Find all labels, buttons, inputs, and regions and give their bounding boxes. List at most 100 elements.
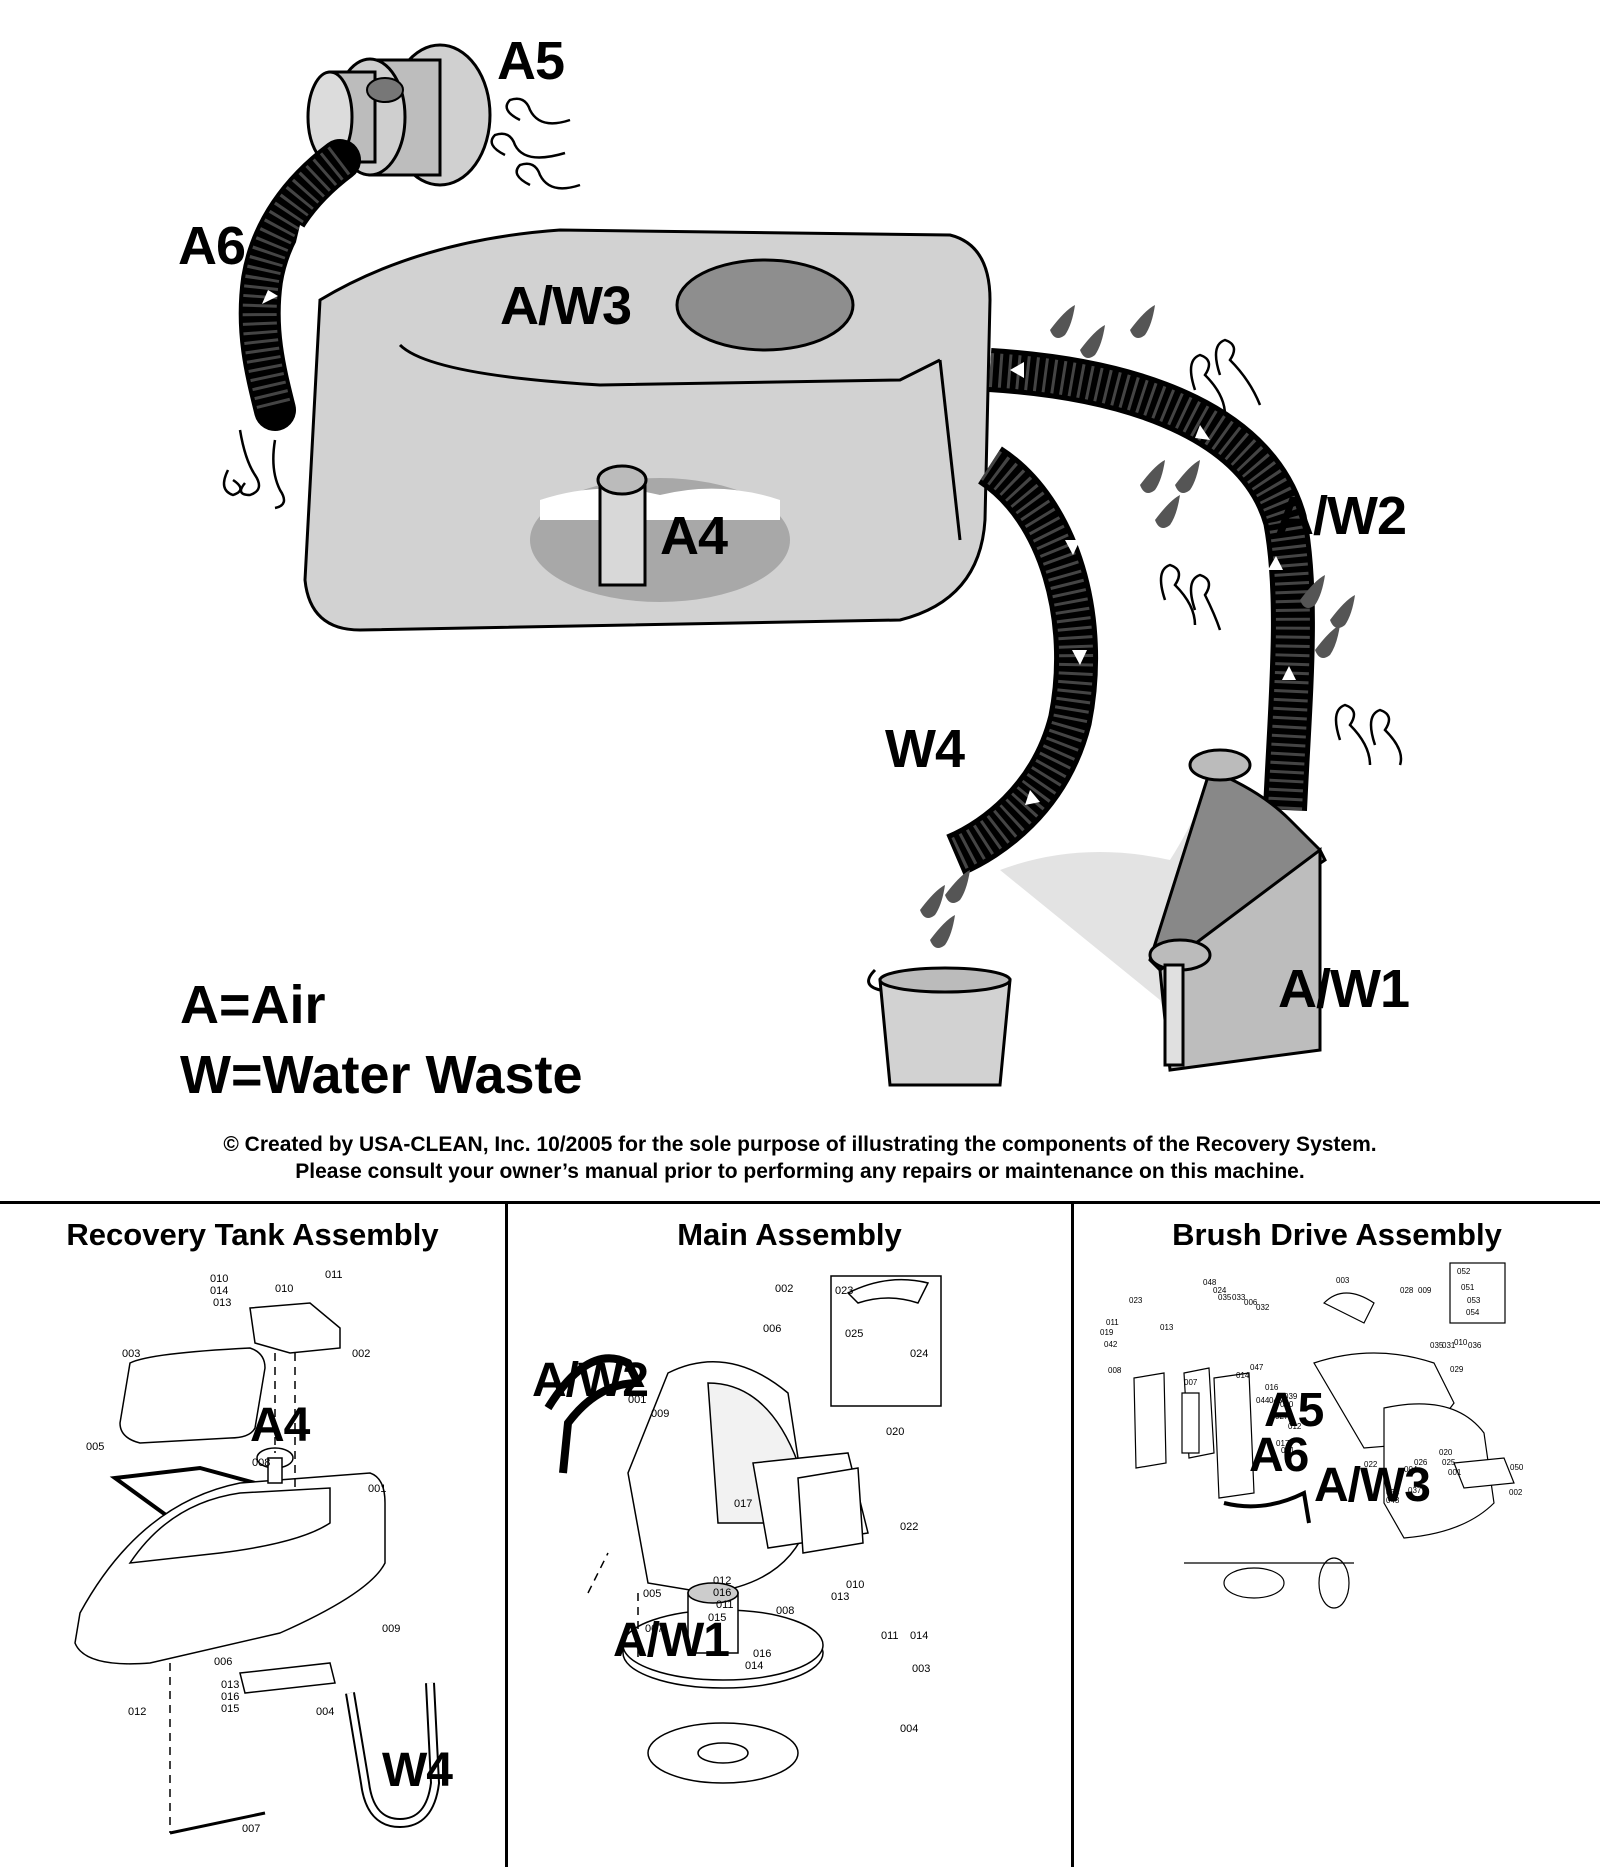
part-number: 012 <box>128 1706 147 1718</box>
part-number: 008 <box>1108 1366 1122 1375</box>
flow-arrow-icon <box>262 225 312 304</box>
overlay-w4: W4 <box>382 1744 453 1797</box>
part-number: 028 <box>1400 1286 1414 1295</box>
part-number: 007 <box>242 1823 261 1835</box>
panel-title: Main Assembly <box>677 1217 902 1252</box>
flow-arrow-icon <box>1010 362 1296 680</box>
part-number: 016 <box>1265 1383 1279 1392</box>
label-a4: A4 <box>660 506 728 566</box>
part-number: 002 <box>775 1283 794 1295</box>
part-number: 010 <box>275 1283 294 1295</box>
part-number: 022 <box>900 1521 919 1533</box>
overlay-a5: A5 <box>1264 1384 1324 1437</box>
label-aw2: A/W2 <box>1275 486 1407 546</box>
part-number: 032 <box>1256 1303 1270 1312</box>
part-number: 011 <box>325 1269 343 1281</box>
part-number: 001 <box>628 1394 647 1406</box>
divider <box>0 1201 1600 1204</box>
part-number: 013 <box>1160 1323 1174 1332</box>
part-number: 003 <box>912 1663 931 1675</box>
water-drop-icon <box>920 305 1355 949</box>
brush-drive-exploded-drawing <box>1133 1262 1515 1609</box>
part-number: 009 <box>1418 1286 1432 1295</box>
part-number: 012 <box>713 1575 732 1587</box>
recovery-tank <box>303 228 992 632</box>
overlay-aw3: A/W3 <box>1314 1459 1431 1512</box>
part-number: 042 <box>1104 1340 1118 1349</box>
part-number: 029 <box>1450 1365 1464 1374</box>
part-number: 009 <box>382 1623 401 1635</box>
part-number: 043 <box>1386 1496 1400 1505</box>
part-number: 015 <box>221 1703 240 1715</box>
legend-air: A=Air <box>180 975 326 1035</box>
part-number: 016 <box>221 1691 240 1703</box>
part-number: 020 <box>1439 1448 1453 1457</box>
part-number: 008 <box>252 1457 271 1469</box>
panel-title: Brush Drive Assembly <box>1172 1217 1502 1252</box>
part-number: 025 <box>845 1328 864 1340</box>
consult-note: Please consult your owner’s manual prior… <box>295 1160 1305 1183</box>
part-number: 010 <box>846 1579 865 1591</box>
part-number: 006 <box>1244 1298 1258 1307</box>
panel-recovery-tank-assembly: Recovery Tank Assembly A4 W4 010 014 013… <box>0 1203 508 1867</box>
part-number: 023 <box>1129 1296 1143 1305</box>
panel-main-assembly: Main Assembly A/W2 A/W1 002 023 006 025 … <box>508 1203 1074 1867</box>
part-number: 017 <box>1276 1439 1290 1448</box>
part-number: 008 <box>776 1605 795 1617</box>
overlay-a4: A4 <box>250 1399 310 1452</box>
part-number: 001 <box>1448 1468 1462 1477</box>
part-number: 033 <box>1232 1293 1246 1302</box>
label-a5: A5 <box>497 31 565 91</box>
label-aw3: A/W3 <box>500 276 632 336</box>
part-number: 012 <box>1288 1422 1302 1431</box>
air-swirl-icon <box>222 429 286 510</box>
part-number: 045 <box>1269 1396 1283 1405</box>
part-number: 007 <box>1184 1378 1198 1387</box>
air-swirl-icon <box>1159 338 1403 766</box>
part-number: 011 <box>1106 1318 1119 1327</box>
main-assembly-exploded-drawing <box>544 1275 942 1784</box>
part-number: 039 <box>1284 1392 1298 1401</box>
panel-brush-drive-assembly: Brush Drive Assembly A5 A6 A/W3 052 051 … <box>1074 1203 1600 1867</box>
squeegee <box>1000 748 1327 1072</box>
part-number: 006 <box>214 1656 233 1668</box>
part-number: 014 <box>210 1285 229 1297</box>
part-number: 021 <box>1281 1446 1295 1455</box>
recovery-system-drawing <box>222 43 1403 1087</box>
overlay-aw1: A/W1 <box>613 1614 730 1667</box>
legend: A=Air W=Water Waste <box>180 970 583 1110</box>
part-number: 013 <box>831 1591 850 1603</box>
part-number: 003 <box>1336 1276 1350 1285</box>
part-number: 004 <box>316 1706 335 1718</box>
part-number: 016 <box>713 1587 732 1599</box>
part-number: 023 <box>835 1285 854 1297</box>
panel-title: Recovery Tank Assembly <box>66 1217 439 1252</box>
part-number: 011 <box>716 1599 734 1611</box>
part-number: 024 <box>1213 1286 1227 1295</box>
part-number: 014 <box>745 1660 764 1672</box>
part-number: 037 <box>1408 1486 1422 1495</box>
part-number: 054 <box>1466 1308 1480 1317</box>
recovery-system-illustration: A5 A6 A/W3 A4 A/W2 W4 A/W1 A=Air W=Water… <box>178 31 1410 1183</box>
part-number: 050 <box>1510 1463 1524 1472</box>
part-number: 009 <box>651 1408 670 1420</box>
part-number: 022 <box>1364 1460 1378 1469</box>
part-number: 044 <box>1256 1396 1270 1405</box>
part-number: 014 <box>1236 1371 1250 1380</box>
overlay-a6: A6 <box>1249 1429 1309 1482</box>
part-number: 005 <box>86 1441 105 1453</box>
air-swirl-icon <box>490 97 581 190</box>
part-number: 031 <box>1442 1341 1456 1350</box>
part-number: 001 <box>368 1483 387 1495</box>
part-number: 040 <box>1280 1400 1294 1409</box>
part-number: 002 <box>1509 1488 1523 1497</box>
part-number: 036 <box>1468 1341 1482 1350</box>
part-number: 024 <box>910 1348 929 1360</box>
part-number: 004 <box>900 1723 919 1735</box>
part-number: 014 <box>910 1630 929 1642</box>
part-number: 010 <box>210 1273 229 1285</box>
overlay-aw2: A/W2 <box>532 1354 649 1407</box>
copyright-note: © Created by USA-CLEAN, Inc. 10/2005 for… <box>223 1133 1377 1156</box>
flow-arrow-icon <box>1025 540 1087 805</box>
part-number: 051 <box>1461 1283 1475 1292</box>
